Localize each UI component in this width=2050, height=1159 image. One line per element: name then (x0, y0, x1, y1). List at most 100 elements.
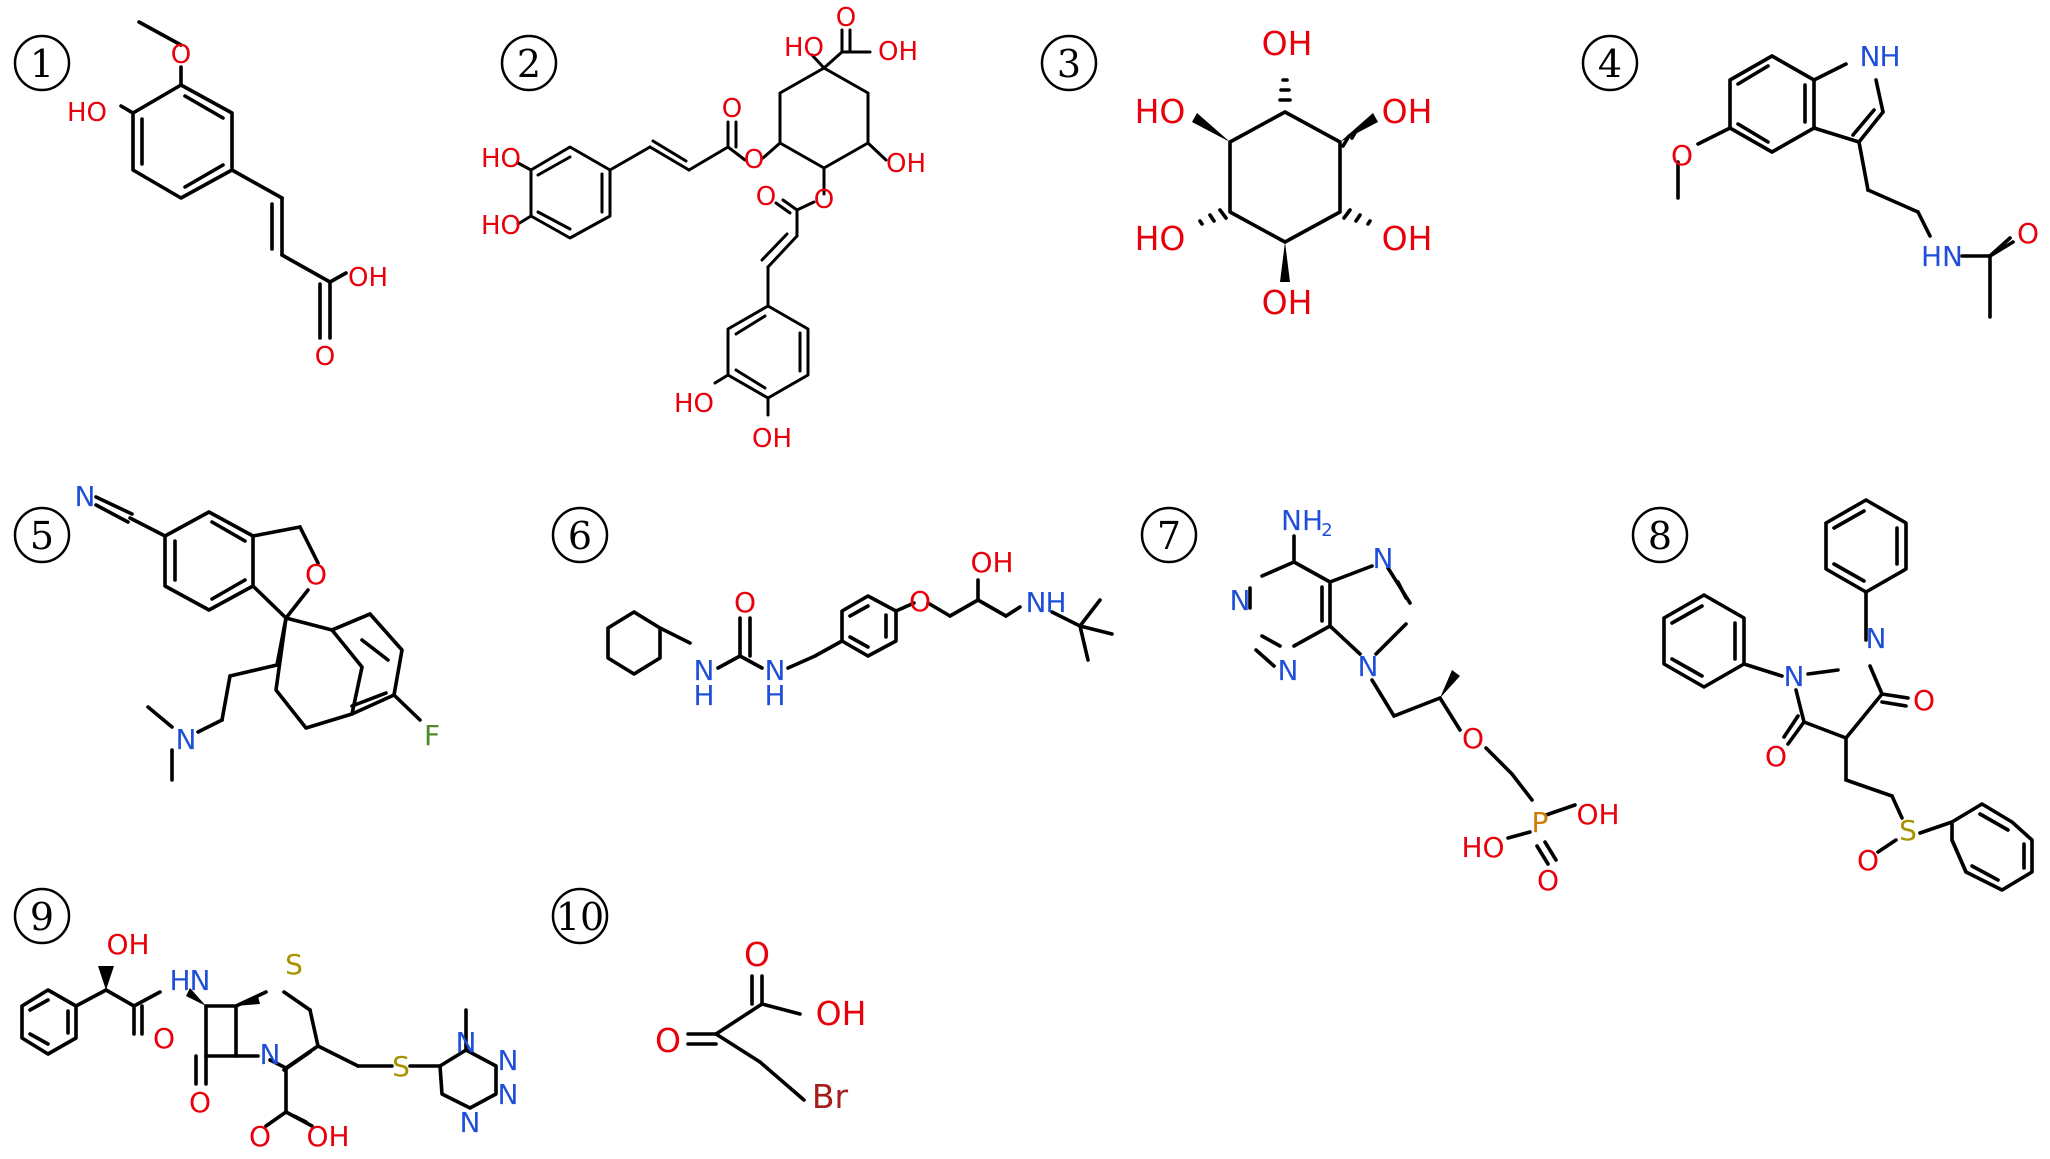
molecule-4: 4 N H O HN O (1581, 34, 2039, 319)
atom-OH: OH (1576, 798, 1619, 831)
molecule-5: 5 N O N (13, 480, 440, 782)
atom-NH2-subscript: 2 (1321, 520, 1332, 541)
bonds (94, 495, 422, 782)
atom-O: O (909, 585, 931, 618)
atom-HO: HO (481, 211, 521, 241)
molecule-number-circle (13, 887, 71, 945)
atom-N: N (1230, 584, 1251, 617)
molecule-number: 1 (30, 42, 54, 86)
atom-HO: HO (67, 98, 107, 128)
atom-S: S (392, 1050, 410, 1083)
wedge-bond (1192, 113, 1230, 142)
atom-OH: OH (1262, 283, 1313, 322)
atom-N: N (1860, 40, 1881, 73)
atom-H: H (169, 964, 190, 997)
atom-S: S (285, 948, 303, 981)
molecule-number-circle (551, 506, 609, 564)
atom-N: N (460, 1106, 481, 1139)
atom-N: N (1026, 586, 1047, 619)
atom-O: O (189, 1086, 211, 1119)
atom-N: N (1278, 654, 1299, 687)
atom-N: N (190, 964, 211, 997)
atom-Br: Br (812, 1077, 849, 1116)
molecule-number-circle (13, 506, 71, 564)
atom-OH: OH (306, 1120, 349, 1153)
atom-O: O (305, 558, 327, 591)
wedge-bond (98, 966, 114, 990)
bonds (606, 578, 1114, 676)
atom-N: N (765, 654, 786, 687)
atom-N: N (1866, 622, 1887, 655)
atom-H: H (1045, 586, 1066, 619)
atom-H: H (693, 679, 714, 712)
atom-OH: OH (878, 37, 918, 67)
atom-HO: HO (481, 144, 521, 174)
bonds (1662, 498, 2034, 892)
atom-HO: HO (784, 33, 824, 63)
molecule-number: 2 (517, 42, 541, 86)
molecule-number: 10 (556, 895, 604, 939)
atom-H: H (764, 679, 785, 712)
bonds (686, 974, 806, 1102)
atom-N: N (498, 1078, 519, 1111)
molecule-6: 6 O N H N (551, 506, 1114, 712)
molecule-number: 4 (1598, 42, 1622, 86)
atom-OH: OH (106, 928, 149, 961)
atom-N: N (456, 1026, 477, 1059)
molecule-9: 9 (13, 887, 519, 1153)
molecule-number: 7 (1157, 514, 1181, 558)
atom-N: N (75, 480, 96, 513)
atom-O: O (744, 145, 764, 175)
molecule-number-circle (1040, 34, 1098, 92)
atom-HN: HN (1921, 240, 1963, 273)
wedge-bond (186, 988, 206, 1006)
atom-O: O (1671, 139, 1693, 172)
molecule-number: 3 (1057, 42, 1081, 86)
atom-O: O (1462, 722, 1484, 755)
atom-N: N (260, 1038, 281, 1071)
atom-OH: OH (752, 424, 792, 454)
atom-O: O (734, 586, 756, 619)
atom-N: N (1784, 660, 1805, 693)
atom-HO: HO (1135, 219, 1186, 258)
atom-OH: OH (886, 149, 926, 179)
atom-N: N (498, 1044, 519, 1077)
molecule-number-circle (500, 34, 558, 92)
molecule-7: 7 NH 2 N N N N (1140, 504, 1620, 897)
atom-O: O (171, 40, 191, 70)
atom-N: N (1358, 650, 1379, 683)
molecule-number-circle (13, 34, 71, 92)
atom-F: F (424, 719, 440, 752)
atom-O: O (153, 1022, 175, 1055)
atom-OH: OH (1382, 92, 1433, 131)
atom-O: O (249, 1120, 271, 1153)
molecule-number: 6 (568, 514, 592, 558)
molecule-2: 2 (481, 3, 926, 454)
bonds (119, 20, 348, 340)
atom-HO: HO (674, 389, 714, 419)
atom-HO: HO (1461, 831, 1504, 864)
bonds (20, 988, 498, 1128)
atom-H: H (1879, 40, 1900, 73)
atom-OH: OH (1382, 219, 1433, 258)
molecule-1: 1 O HO OH O (13, 20, 388, 372)
atom-S: S (1899, 814, 1917, 847)
molecule-number: 8 (1648, 514, 1672, 558)
molecule-number-circle (551, 887, 609, 945)
bonds (516, 28, 888, 417)
wedge-bond (1440, 670, 1460, 698)
molecule-number: 9 (30, 895, 54, 939)
atom-N: N (176, 723, 197, 756)
molecule-3: 3 OH HO OH HO OH OH (1040, 24, 1433, 322)
molecule-number-circle (1581, 34, 1639, 92)
molecule-number-circle (1140, 506, 1198, 564)
bonds (1198, 78, 1372, 244)
atom-O: O (315, 342, 335, 372)
atom-O: O (756, 182, 776, 212)
atom-O: O (722, 94, 742, 124)
molecule-number: 5 (30, 514, 54, 558)
atom-OH: OH (348, 263, 388, 293)
molecule-8: 8 (1631, 498, 2034, 892)
atom-P: P (1532, 806, 1549, 839)
